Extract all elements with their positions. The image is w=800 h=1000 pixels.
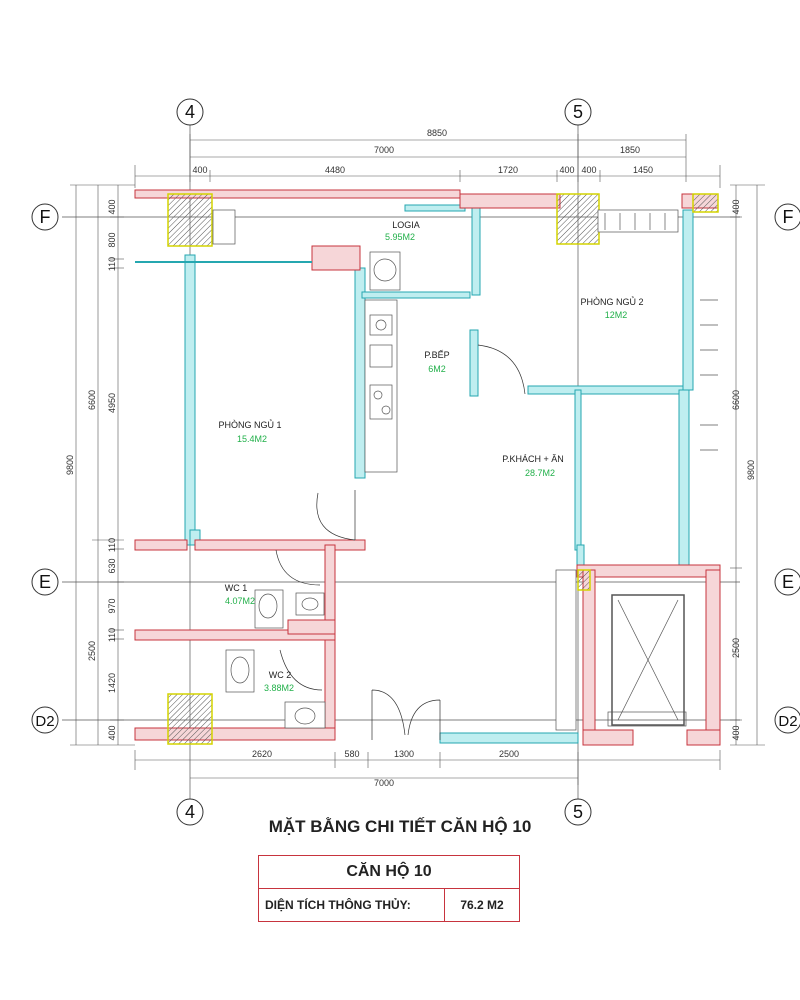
- grid-label-4-top: 4: [185, 102, 195, 122]
- plan-title: MẶT BẰNG CHI TIẾT CĂN HỘ 10: [268, 817, 532, 836]
- room-name-wc-2: WC 2: [269, 670, 292, 680]
- dim-left-seg: 630: [107, 558, 117, 573]
- grid-label-f-right: F: [783, 207, 794, 227]
- dim-top-seg: 4480: [325, 165, 345, 175]
- dim-bottom-seg: 2500: [499, 749, 519, 759]
- dim-left-overall: 9800: [65, 455, 75, 475]
- room-area-wc-2: 3.88M2: [264, 683, 294, 693]
- dim-top-seg: 1450: [633, 165, 653, 175]
- dim-right-seg: 400: [731, 199, 741, 214]
- room-name-living-dining: P.KHÁCH + ĂN: [502, 454, 564, 464]
- room-name-bedroom-2: PHÒNG NGỦ 2: [580, 296, 643, 307]
- dim-bottom-seg: 2620: [252, 749, 272, 759]
- apartment-info-table: CĂN HỘ 10 DIỆN TÍCH THÔNG THỦY: 76.2 M2: [258, 855, 520, 922]
- interior-walls: [134, 189, 721, 746]
- room-name-bedroom-1: PHÒNG NGỦ 1: [218, 419, 281, 430]
- grid-label-5-top: 5: [573, 102, 583, 122]
- dim-top-seg: 1720: [498, 165, 518, 175]
- dim-bottom-seg: 580: [344, 749, 359, 759]
- dim-bottom-overall: 7000: [374, 778, 394, 788]
- fixtures: [212, 209, 718, 731]
- grid-label-f-left: F: [40, 207, 51, 227]
- dim-top-seg: 400: [581, 165, 596, 175]
- dim-top-seg: 400: [559, 165, 574, 175]
- apartment-heading: CĂN HỘ 10: [258, 855, 520, 889]
- grid-bubbles: [31, 98, 800, 826]
- exterior-walls: [184, 204, 694, 744]
- dim-bottom-seg: 1300: [394, 749, 414, 759]
- dim-top-sub-a: 7000: [374, 145, 394, 155]
- room-name-logia: LOGIA: [392, 220, 420, 230]
- room-name-kitchen: P.BẾP: [424, 350, 449, 360]
- door-swings: [275, 344, 526, 740]
- area-label: DIỆN TÍCH THÔNG THỦY:: [258, 888, 445, 922]
- dimension-lines: [70, 134, 765, 785]
- dim-right-seg: 400: [731, 725, 741, 740]
- grid-label-5-bottom: 5: [573, 802, 583, 822]
- dim-left-sub: 2500: [87, 641, 97, 661]
- dim-left-seg: 970: [107, 598, 117, 613]
- dim-left-seg: 400: [107, 725, 117, 740]
- structural-columns: [167, 193, 719, 745]
- room-area-wc-1: 4.07M2: [225, 596, 255, 606]
- grid-label-4-bottom: 4: [185, 802, 195, 822]
- dim-right-overall: 9800: [746, 460, 756, 480]
- dim-left-sub: 6600: [87, 390, 97, 410]
- room-name-wc-1: WC 1: [225, 583, 248, 593]
- dim-left-seg: 1420: [107, 673, 117, 693]
- dim-top-overall: 8850: [427, 128, 447, 138]
- dim-left-seg: 400: [107, 199, 117, 214]
- grid-label-e-left: E: [39, 572, 51, 592]
- dim-left-seg: 110: [107, 257, 117, 271]
- room-area-bedroom-2: 12M2: [605, 310, 628, 320]
- dim-top-seg: 400: [192, 165, 207, 175]
- grid-label-e-right: E: [782, 572, 794, 592]
- area-value: 76.2 M2: [444, 888, 520, 922]
- room-area-living-dining: 28.7M2: [525, 468, 555, 478]
- dim-top-sub-b: 1850: [620, 145, 640, 155]
- dim-left-seg: 110: [107, 538, 117, 552]
- grid-label-d2-right: D2: [778, 713, 797, 730]
- dim-right-seg: 2500: [731, 638, 741, 658]
- room-area-logia: 5.95M2: [385, 232, 415, 242]
- dim-left-seg: 110: [107, 628, 117, 642]
- dim-left-seg: 800: [107, 232, 117, 247]
- room-area-kitchen: 6M2: [428, 364, 446, 374]
- room-area-bedroom-1: 15.4M2: [237, 434, 267, 444]
- dim-right-seg: 6600: [731, 390, 741, 410]
- grid-label-d2-left: D2: [35, 713, 54, 730]
- dim-left-seg: 4950: [107, 393, 117, 413]
